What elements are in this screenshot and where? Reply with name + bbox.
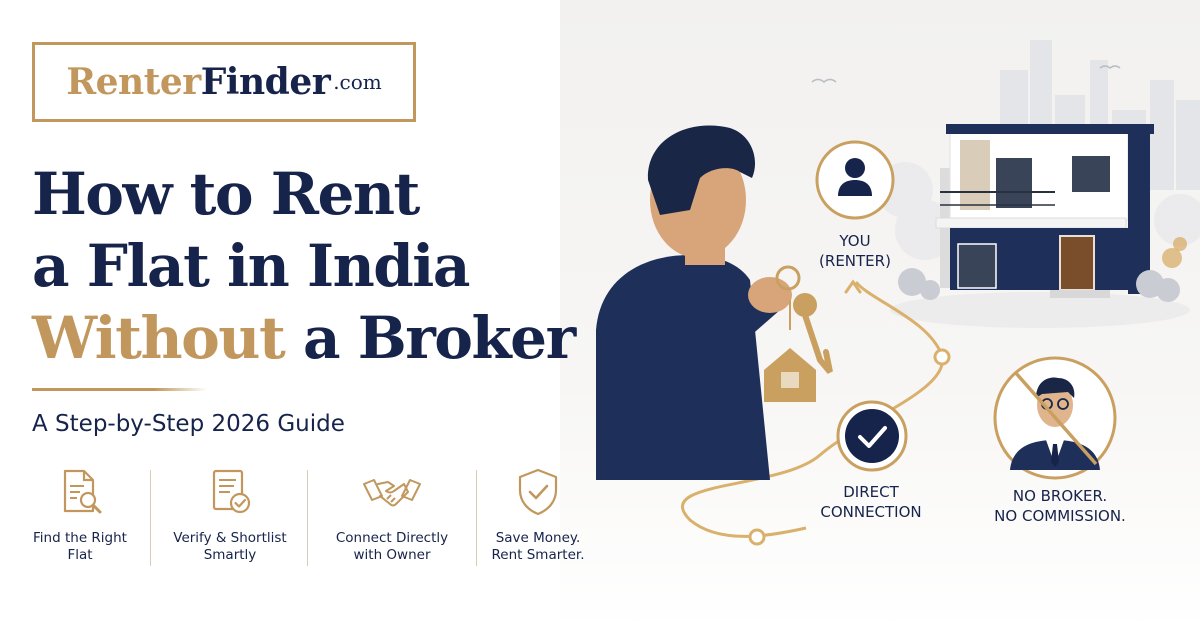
nobroker-label-line1: NO BROKER. [1012,487,1108,505]
title-line-2: a Flat in India [32,232,470,300]
shrubs [898,268,1180,302]
autumn-trees [1162,237,1187,268]
keys-icon [764,265,833,402]
user-icon [838,158,872,196]
subtitle: A Step-by-Step 2026 Guide [32,411,345,437]
journey-path [681,281,944,538]
feature-separator [307,470,308,566]
feature-label-line2: Smartly [203,547,257,563]
document-search-icon [63,469,102,514]
path-node [933,348,951,366]
feature-label-line2: Rent Smarter. [491,547,585,563]
renter-person [596,125,792,480]
page-title: How to Rent a Flat in India Without a Br… [32,158,576,374]
title-highlight: Without [32,304,286,372]
shield-check-icon [518,468,558,516]
broker-icon [1010,377,1100,470]
you-label-line1: YOU [839,232,871,250]
nobroker-label-line2: NO COMMISSION. [994,507,1126,525]
no-broker-label: NO BROKER. NO COMMISSION. [985,486,1135,526]
checklist-verified-icon [212,469,251,514]
feature-label-line1: Save Money. [495,530,581,546]
you-label: YOU (RENTER) [800,231,910,271]
direct-label-line1: DIRECT [843,483,899,501]
title-line-3: Without a Broker [32,302,576,374]
check-circle-icon [845,409,899,463]
title-line-3-rest: a Broker [284,304,576,372]
title-divider [32,388,207,391]
brand-name: RenterFinder [66,61,331,103]
path-node [748,528,766,546]
path-arrow [844,279,862,294]
feature-separator [150,470,151,566]
bird-icon [1099,65,1121,69]
feature-label-line2: Flat [67,547,93,563]
no-sign-slash [1013,370,1098,466]
rental-illustration [596,40,1200,546]
feature-save-money: Save Money.Rent Smarter. [458,466,618,564]
handshake-icon [363,479,421,507]
house-illustration [935,124,1154,298]
feature-separator [476,470,477,566]
title-line-1: How to Rent [32,160,420,228]
bird-icon [811,78,837,83]
brand-domain: .com [333,70,382,94]
feature-label-line1: Find the Right [33,530,127,546]
feature-label-line1: Verify & Shortlist [173,530,287,546]
direct-label-line2: CONNECTION [820,503,922,521]
brand-logo[interactable]: RenterFinder.com [32,42,416,122]
feature-label-line1: Connect Directly [335,530,449,546]
you-label-line2: (RENTER) [819,252,891,270]
ground-shadow [890,292,1190,328]
feature-label-line2: with Owner [353,547,431,563]
check-icon [858,426,887,448]
direct-connection-label: DIRECT CONNECTION [800,482,942,522]
